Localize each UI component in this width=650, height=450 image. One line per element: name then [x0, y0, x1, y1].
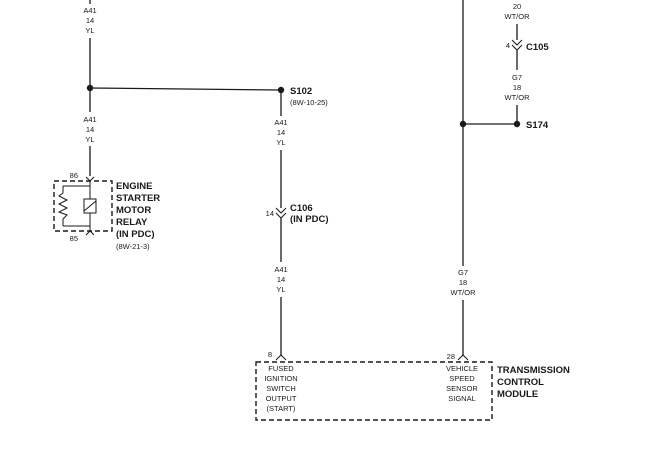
tcm-left-function-line-4: OUTPUT — [266, 394, 297, 403]
tcm-left-function-line-1: FUSED — [268, 364, 294, 373]
relay-name-line-4: RELAY — [116, 217, 148, 228]
wire-label-left-mid-circuit: A41 — [83, 115, 96, 124]
wire-label-top-left-gauge: 14 — [86, 16, 94, 25]
tcm-right-function-line-3: SENSOR — [446, 384, 478, 393]
wire-label-c105-gauge: 18 — [513, 83, 521, 92]
wire-label-right-lower-circuit: G7 — [458, 268, 468, 277]
tcm-pin-28-terminal-icon — [457, 354, 469, 361]
tcm-name-line-2: CONTROL — [497, 377, 544, 388]
c106-connector-top-icon — [275, 207, 287, 214]
relay-dashed-box — [53, 180, 113, 232]
relay-ref: (8W-21-3) — [116, 242, 150, 251]
wire-label-c106-color: YL — [276, 285, 285, 294]
wire-label-c106-gauge: 14 — [277, 275, 285, 284]
engine-starter-motor-relay: 86 85 ENGINE STARTER MOTOR RELAY (IN PDC… — [53, 171, 160, 251]
wire-label-s102-color: YL — [276, 138, 285, 147]
c106-pin: 14 — [266, 209, 274, 218]
wire-label-s102-gauge: 14 — [277, 128, 285, 137]
tcm-left-function-line-2: IGNITION — [264, 374, 297, 383]
relay-name-line-3: MOTOR — [116, 205, 151, 216]
wire-label-c105-circuit: G7 — [512, 73, 522, 82]
tcm-dashed-box — [255, 361, 493, 421]
c105-connector-bottom-icon — [511, 44, 523, 51]
relay-pin-86: 86 — [70, 171, 78, 180]
c106-note: (IN PDC) — [290, 214, 329, 225]
tcm-left-function-line-3: SWITCH — [266, 384, 296, 393]
tcm-left-function-line-5: (START) — [267, 404, 296, 413]
relay-name-line-5: (IN PDC) — [116, 229, 155, 240]
wire-label-right-lower-color: WT/OR — [451, 288, 477, 297]
wire-label-c106-circuit: A41 — [274, 265, 287, 274]
splice-s102-ref: (8W-10-25) — [290, 98, 328, 107]
tcm-name-line-3: MODULE — [497, 389, 538, 400]
wire-label-left-mid-gauge: 14 — [86, 125, 94, 134]
wire-label-s102-circuit: A41 — [274, 118, 287, 127]
wire-label-right-lower-gauge: 18 — [459, 278, 467, 287]
c105-connector-top-icon — [511, 39, 523, 46]
tcm-pin-8-terminal-icon — [275, 354, 287, 361]
relay-name-line-1: ENGINE — [116, 181, 152, 192]
wire-label-top-right-color: WT/OR — [505, 12, 531, 21]
tcm-name-line-1: TRANSMISSION — [497, 365, 570, 376]
c105-pin: 4 — [506, 41, 510, 50]
c106-connector-bottom-icon — [275, 212, 287, 219]
relay-pin-85: 85 — [70, 234, 78, 243]
c105-label: C105 — [526, 42, 549, 53]
wire-label-top-left-color: YL — [85, 26, 94, 35]
relay-resistor-icon — [57, 192, 69, 220]
tcm-right-function-line-4: SIGNAL — [448, 394, 476, 403]
relay-name-line-2: STARTER — [116, 193, 160, 204]
wire-label-top-right-gauge: 20 — [513, 2, 521, 11]
tcm-right-function-line-2: SPEED — [449, 374, 475, 383]
wire-label-top-left-circuit: A41 — [83, 6, 96, 15]
transmission-control-module: 8 28 FUSED IGNITION SWITCH OUTPUT (START… — [255, 350, 570, 421]
wire-label-left-mid-color: YL — [85, 135, 94, 144]
tcm-right-function-line-1: VEHICLE — [446, 364, 478, 373]
splice-s102-label: S102 — [290, 86, 312, 97]
c106-label: C106 — [290, 203, 313, 214]
splice-s174-label: S174 — [526, 120, 549, 131]
wire-label-c105-color: WT/OR — [505, 93, 531, 102]
tcm-pin-8: 8 — [268, 350, 272, 359]
wire-horizontal-s102 — [89, 87, 282, 91]
tcm-pin-28: 28 — [447, 352, 455, 361]
